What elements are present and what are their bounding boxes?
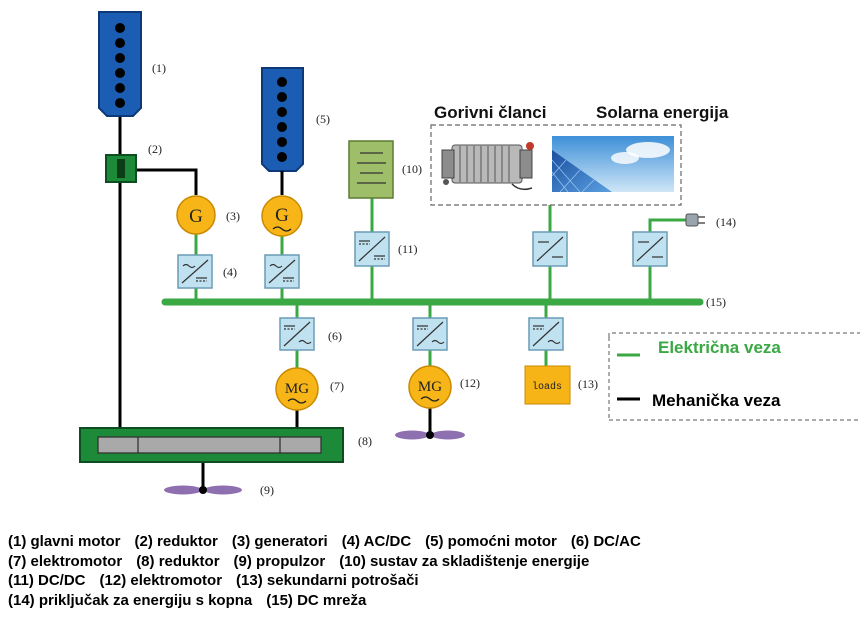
hybrid-power-diagram: (15) (1) (2) (5) G G (3) [79, 11, 860, 497]
label-5: (5) [316, 112, 330, 126]
svg-text:G: G [275, 205, 289, 226]
renewable-sources-frame [430, 124, 682, 206]
converter-dc-dc [354, 231, 390, 267]
converter-ac-dc-2 [264, 254, 300, 289]
secondary-loads: loads [524, 365, 571, 405]
solar-energy-title: Solarna energija [596, 103, 729, 122]
svg-text:loads: loads [532, 381, 562, 393]
caption-item: (15) DC mreža [266, 591, 367, 609]
converter-shore [632, 231, 668, 267]
label-2: (2) [148, 142, 162, 156]
main-engine [98, 11, 142, 117]
caption-item: (2) reduktor [134, 533, 218, 550]
caption-item: (4) AC/DC [341, 533, 412, 550]
generator-1: G [176, 195, 216, 235]
svg-text:MG: MG [418, 379, 442, 395]
caption: (1) glavni motor (2) reduktor (3) generato… [8, 532, 860, 610]
caption-item: (1) glavni motor [8, 533, 121, 550]
gearbox-2 [105, 154, 137, 183]
legend-mechanical-label: Mehanička veza [652, 391, 781, 410]
label-7: (7) [330, 379, 344, 393]
caption-item: (8) reduktor [136, 552, 220, 570]
label-11: (11) [398, 242, 418, 256]
propeller-12 [395, 430, 465, 440]
electric-motor-12: MG [408, 365, 452, 409]
label-1: (1) [152, 61, 166, 75]
label-9: (9) [260, 483, 274, 497]
legend-electrical-label: Električna veza [658, 338, 781, 357]
converter-loads [528, 317, 564, 351]
generator-2: G [261, 195, 303, 237]
label-8: (8) [358, 434, 372, 448]
legend: Električna veza Mehanička veza [608, 332, 860, 421]
caption-line: (14) priključak za energiju s kopna (15) … [8, 591, 860, 611]
fuel-cell-image [437, 133, 541, 197]
svg-text:MG: MG [285, 381, 309, 397]
fuel-cells-title: Gorivni članci [434, 103, 546, 122]
caption-item: (5) pomoćni motor [425, 533, 557, 550]
caption-item: (6) DC/AC [570, 533, 641, 550]
caption-item: (9) propulzor [233, 552, 326, 570]
label-14: (14) [716, 215, 736, 229]
caption-line: (1) glavni motor (2) reduktor (3) generato… [8, 532, 860, 552]
energy-storage [348, 140, 394, 199]
caption-item: (3) generatori [231, 533, 328, 550]
converter-ac-dc-1 [177, 254, 213, 289]
converter-solar [532, 231, 568, 267]
label-4: (4) [223, 265, 237, 279]
label-13: (13) [578, 377, 598, 391]
propeller-9 [164, 485, 242, 495]
gearbox-8 [79, 427, 344, 463]
caption-item: (13) sekundarni potrošači [236, 572, 419, 589]
caption-item: (7) elektromotor [8, 552, 123, 570]
caption-item: (10) sustav za skladištenje energije [339, 552, 590, 570]
converter-dc-ac-2 [412, 317, 448, 351]
caption-line: (7) elektromotor (8) reduktor (9) propulzo… [8, 552, 860, 572]
electric-motor-7: MG [275, 367, 319, 411]
converter-dc-ac-1 [279, 317, 315, 351]
label-3: (3) [226, 209, 240, 223]
svg-text:G: G [189, 206, 203, 227]
label-6: (6) [328, 329, 342, 343]
label-15: (15) [706, 295, 726, 309]
caption-line: (11) DC/DC (12) elektromotor (13) sekundar… [8, 571, 860, 591]
solar-panel-image [551, 136, 674, 193]
auxiliary-engine [261, 67, 304, 172]
label-10: (10) [402, 162, 422, 176]
caption-item: (14) priključak za energiju s kopna [8, 591, 253, 609]
electrical-connections [194, 198, 688, 368]
caption-item: (12) elektromotor [99, 572, 223, 589]
label-12: (12) [460, 376, 480, 390]
shore-plug-icon [685, 213, 705, 227]
caption-item: (11) DC/DC [8, 572, 86, 589]
